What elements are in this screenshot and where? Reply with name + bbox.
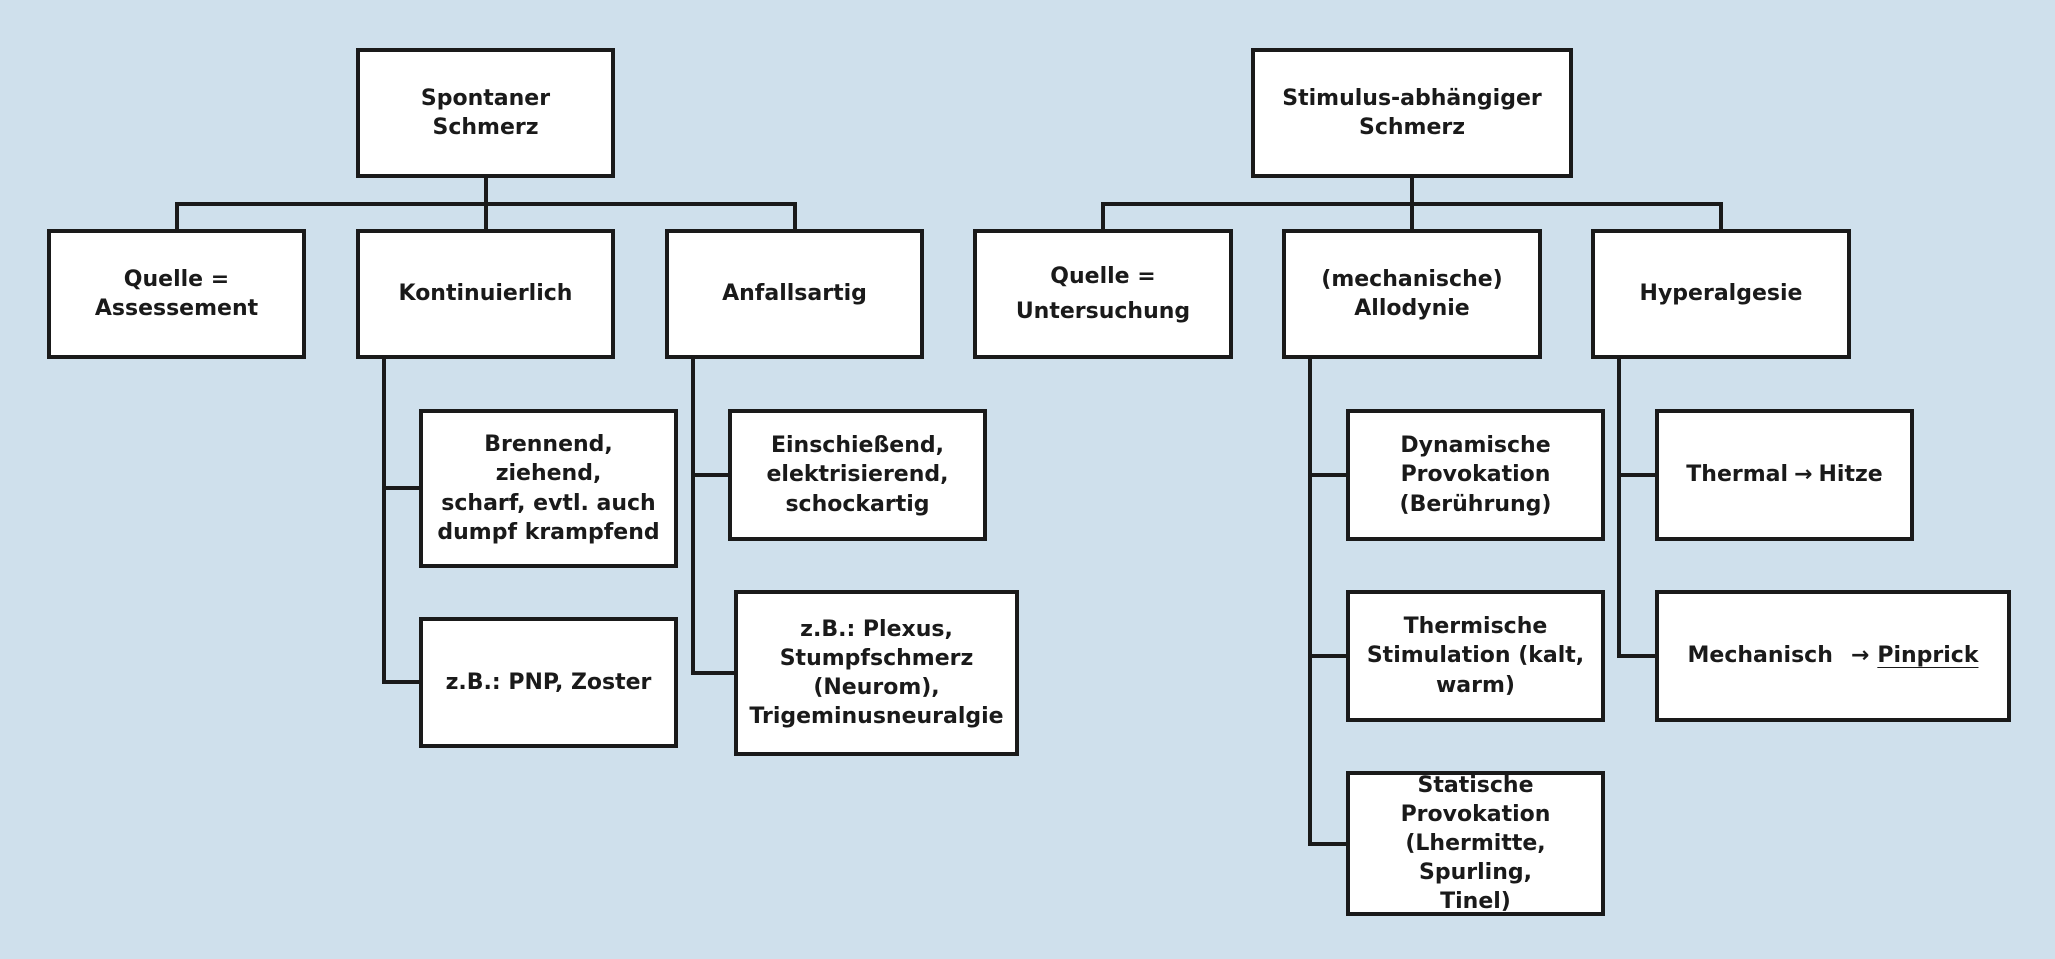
node-einschiessend: Einschießend, elektrisierend, schockarti…	[728, 409, 987, 541]
node-label: z.B.: Plexus, Stumpfschmerz (Neurom), Tr…	[749, 616, 1004, 730]
node-plexus-stumpfschmerz: z.B.: Plexus, Stumpfschmerz (Neurom), Tr…	[734, 590, 1019, 756]
node-label-hitze: Hitze	[1818, 462, 1883, 488]
node-anfallsartig: Anfallsartig	[665, 229, 924, 359]
node-statische-provokation: Statische Provokation (Lhermitte, Spurli…	[1346, 771, 1605, 916]
node-label: Stimulus-abhängiger Schmerz	[1282, 85, 1542, 140]
node-label: Quelle = Untersuchung	[1015, 263, 1191, 324]
node-thermal-hitze: Thermal → Hitze	[1655, 409, 1914, 541]
arrow-right-icon: →	[1794, 462, 1813, 488]
node-mechanische-allodynie: (mechanische) Allodynie	[1282, 229, 1542, 359]
node-pnp-zoster: z.B.: PNP, Zoster	[419, 617, 678, 748]
node-brennend-ziehend: Brennend, ziehend, scharf, evtl. auch du…	[419, 409, 678, 568]
node-label: z.B.: PNP, Zoster	[445, 669, 652, 695]
node-label: Statische Provokation (Lhermitte, Spurli…	[1400, 772, 1551, 915]
node-label: Spontaner Schmerz	[420, 85, 551, 140]
node-quelle-untersuchung: Quelle = Untersuchung	[973, 229, 1233, 359]
node-label: (mechanische) Allodynie	[1321, 266, 1503, 321]
node-thermische-stimulation: Thermische Stimulation (kalt, warm)	[1346, 590, 1605, 722]
node-dynamische-provokation: Dynamische Provokation (Berührung)	[1346, 409, 1605, 541]
node-label-pinprick: Pinprick	[1877, 643, 1979, 669]
node-label: Quelle = Assessement	[94, 266, 259, 321]
node-label-thermal: Thermal	[1686, 462, 1789, 488]
node-label: Hyperalgesie	[1639, 281, 1803, 307]
node-mechanisch-pinprick: Mechanisch → Pinprick	[1655, 590, 2011, 722]
arrow-right-icon: →	[1850, 643, 1870, 669]
node-label: Anfallsartig	[722, 281, 867, 307]
node-spontaner-schmerz: Spontaner Schmerz	[356, 48, 615, 178]
node-label: Thermische Stimulation (kalt, warm)	[1366, 614, 1585, 698]
node-stimulus-abhaengiger-schmerz: Stimulus-abhängiger Schmerz	[1251, 48, 1573, 178]
node-label: Brennend, ziehend, scharf, evtl. auch du…	[437, 432, 660, 545]
node-kontinuierlich: Kontinuierlich	[356, 229, 615, 359]
node-label: Dynamische Provokation (Berührung)	[1399, 433, 1552, 517]
node-hyperalgesie: Hyperalgesie	[1591, 229, 1851, 359]
node-label: Kontinuierlich	[398, 281, 573, 307]
node-quelle-assessement: Quelle = Assessement	[47, 229, 306, 359]
node-label-mechanisch: Mechanisch	[1687, 643, 1833, 669]
node-label: Einschießend, elektrisierend, schockarti…	[766, 433, 949, 517]
